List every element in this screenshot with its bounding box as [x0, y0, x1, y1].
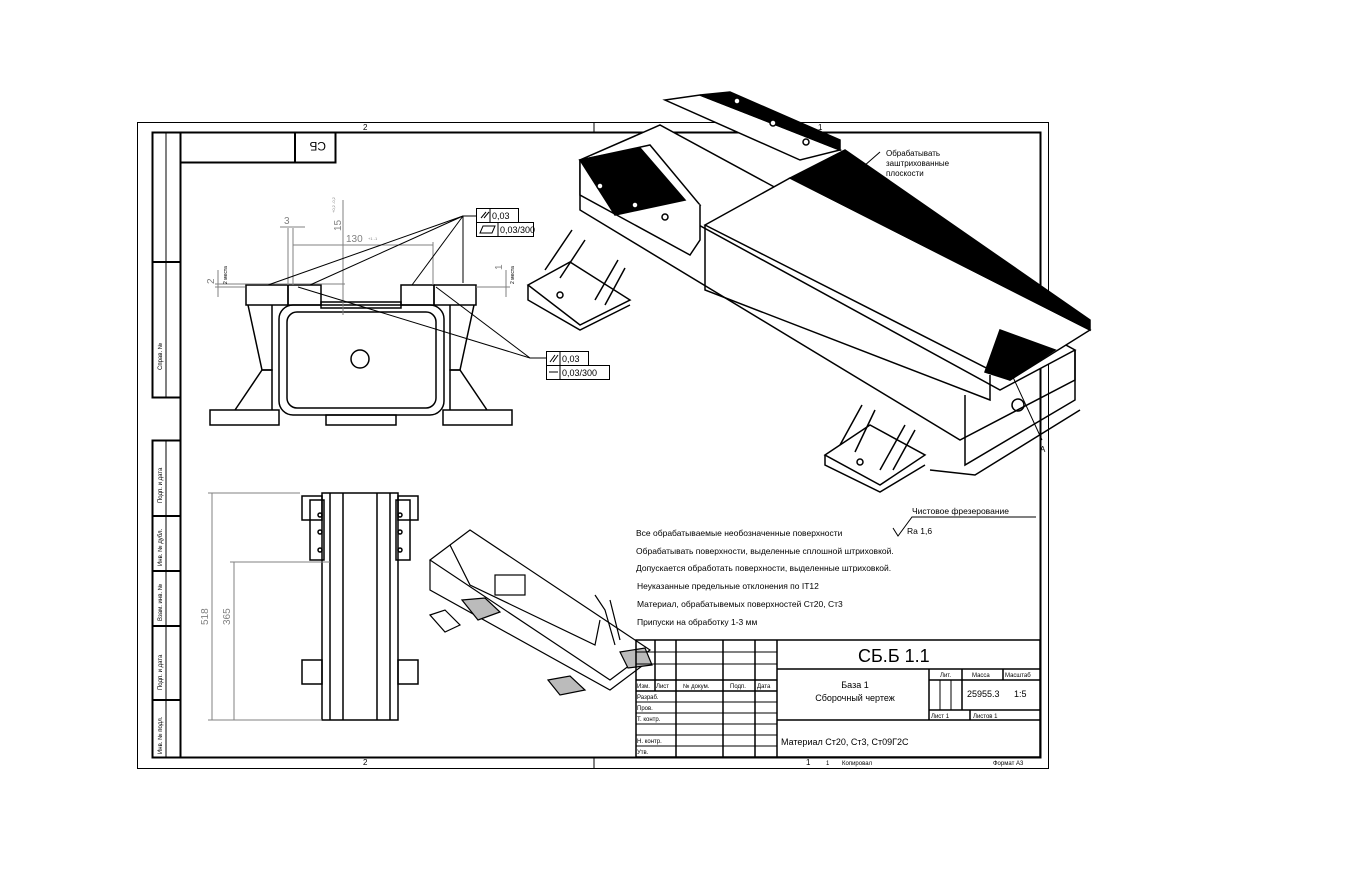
- roughness-value: Ra 1,6: [907, 526, 932, 536]
- col-header: № докум.: [683, 683, 710, 690]
- main-iso-view: [526, 91, 1092, 493]
- top-view-dimensions: [208, 492, 330, 721]
- outer-frame: [137, 122, 1049, 769]
- tol-bottom-row1: 0,03: [562, 354, 580, 364]
- part-name: База 1: [841, 680, 868, 690]
- material: Материал Ст20, Ст3, Ст09Г2С: [781, 737, 909, 747]
- roughness-symbol-icon: [892, 516, 1036, 537]
- drawing-type: Сборочный чертеж: [815, 693, 895, 703]
- role-label: Утв.: [637, 750, 649, 756]
- corner-code: СБ: [309, 139, 326, 153]
- mass-label: Масса: [972, 673, 990, 679]
- strip-label: Инв. № дубл.: [157, 529, 164, 566]
- front-view: [209, 284, 513, 426]
- zone-bottom-2: 2: [363, 758, 368, 767]
- lit-label: Лит.: [940, 673, 951, 679]
- roughness-label: Чистовое фрезерование: [912, 506, 1009, 516]
- tolerance-leaders: [267, 208, 610, 380]
- dim-365: 365: [222, 608, 233, 625]
- role-label: Пров.: [637, 706, 653, 712]
- note-line: Припуски на обработку 1-3 мм: [637, 617, 757, 627]
- format-label: Формат А3: [993, 761, 1024, 767]
- tol-top-row1: 0,03: [492, 211, 510, 221]
- iso-note-line2: заштрихованные: [886, 159, 950, 168]
- note-line: Неуказанные предельные отклонения по IT1…: [637, 581, 819, 591]
- note-line: Допускается обработать поверхности, выде…: [636, 563, 891, 573]
- col-header: Лист: [656, 684, 669, 690]
- front-view-dimensions: [215, 200, 510, 315]
- role-label: Т. контр.: [637, 717, 661, 723]
- dim-518: 518: [200, 608, 211, 625]
- scale-value: 1:5: [1014, 689, 1027, 699]
- sheets-total: Листов 1: [973, 714, 998, 720]
- iso-note-line3: плоскости: [886, 169, 924, 178]
- dim-130: 130: [346, 234, 363, 245]
- dim-1: 1: [494, 264, 505, 270]
- col-header: Подп.: [730, 684, 746, 690]
- dim-2-note: 2 места: [223, 266, 229, 284]
- sheet-number: Лист 1: [931, 714, 950, 720]
- role-label: Разраб.: [637, 695, 659, 701]
- copied-label: Копировал: [842, 761, 873, 767]
- top-view: [301, 492, 419, 721]
- col-header: Изм.: [637, 684, 650, 690]
- dim-15-tol: +0,2 -0,2: [331, 196, 336, 213]
- strip-label: Взам. инв. №: [157, 584, 164, 621]
- designation: СБ.Б 1.1: [858, 646, 930, 666]
- dim-130-tol: +1 -1: [368, 236, 378, 241]
- dim-1-note: 2 места: [510, 266, 516, 284]
- zone-top-1: 1: [818, 123, 823, 132]
- strip-label: Справ. №: [157, 343, 164, 370]
- title-block: [635, 639, 1041, 758]
- col-header: Дата: [757, 684, 771, 690]
- scale-label: Масштаб: [1005, 673, 1031, 679]
- tol-top-row2: 0,03/300: [500, 225, 535, 235]
- note-line: Материал, обрабатывемых поверхностей Ст2…: [637, 599, 843, 609]
- zone-bottom-1: 1: [806, 758, 811, 767]
- mass-value: 25955.3: [967, 689, 1000, 699]
- note-line: Обрабатывать поверхности, выделенные спл…: [636, 546, 894, 556]
- dim-3: 3: [284, 216, 290, 227]
- copied-num: 1: [826, 761, 830, 767]
- strip-label: Инв. № подл.: [157, 716, 164, 754]
- strip-label: Подп. и дата: [158, 467, 164, 503]
- small-iso-view: [428, 529, 653, 696]
- technical-notes: Чистовое фрезерование Ra 1,6 Все обрабат…: [636, 506, 1009, 627]
- zone-top-2: 2: [363, 123, 368, 132]
- role-label: Н. контр.: [637, 739, 662, 745]
- dim-2: 2: [206, 278, 217, 284]
- iso-note-line1: Обрабатывать: [886, 149, 940, 158]
- note-line: Все обрабатываемые необозначенные поверх…: [636, 528, 843, 538]
- section-mark: A: [1040, 445, 1046, 454]
- strip-label: Подп. и дата: [158, 654, 164, 690]
- tol-bottom-row2: 0,03/300: [562, 368, 597, 378]
- dim-15: 15: [333, 219, 344, 231]
